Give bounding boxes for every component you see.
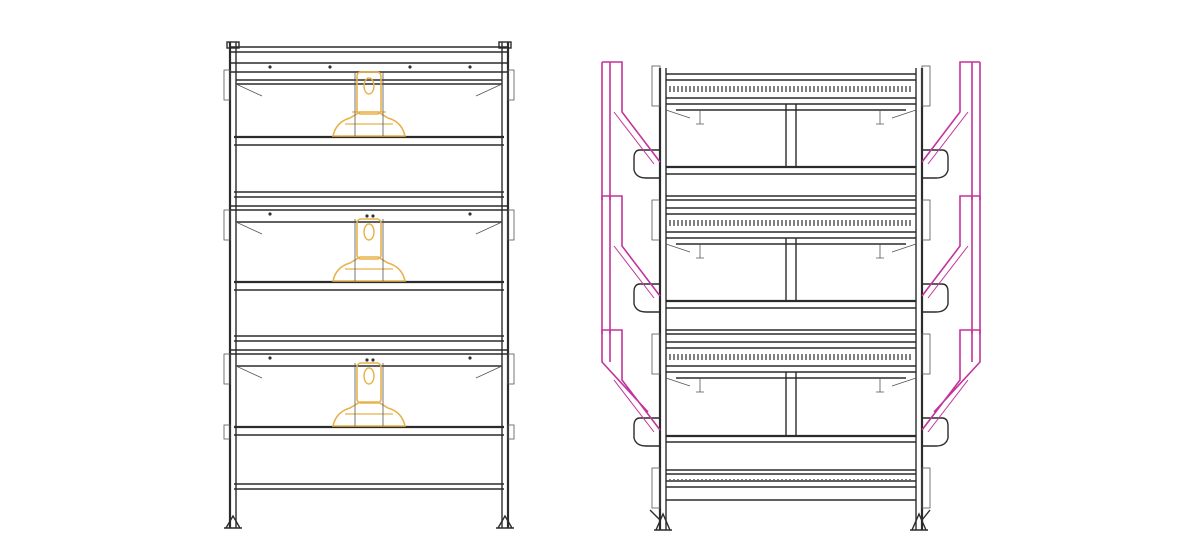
front-view [223,41,515,529]
conveyor-belt-2 [669,220,911,226]
front-bolts [268,65,472,362]
conveyor-belt-1 [669,86,911,92]
side-tier-1 [666,73,916,201]
conveyor-belt-3 [669,354,911,360]
front-tier-3 [230,349,508,490]
side-view [601,61,981,531]
side-drinkers [665,109,917,393]
side-brackets [651,65,931,509]
side-center-posts [785,104,797,436]
side-egg-troughs [633,149,949,447]
conveyor-belts [669,86,911,480]
front-tier-1 [234,79,504,198]
egg-deflector-left [601,61,661,433]
front-tier-2 [230,205,508,342]
front-hopper-hangers [354,72,384,426]
feeder-hopper-2 [332,218,406,282]
side-tier-3 [666,341,916,475]
feeder-hopper-3 [332,362,406,427]
front-frame-uprights [224,41,514,529]
side-tier-2 [666,207,916,335]
side-bottom-tray [666,480,916,501]
front-top-rail [230,46,508,73]
conveyor-belt-4 [669,479,911,480]
egg-deflector-right [921,61,981,433]
feeder-hopper-1 [332,71,406,137]
front-upright-brackets [223,69,515,440]
side-frame-uprights [649,68,931,531]
